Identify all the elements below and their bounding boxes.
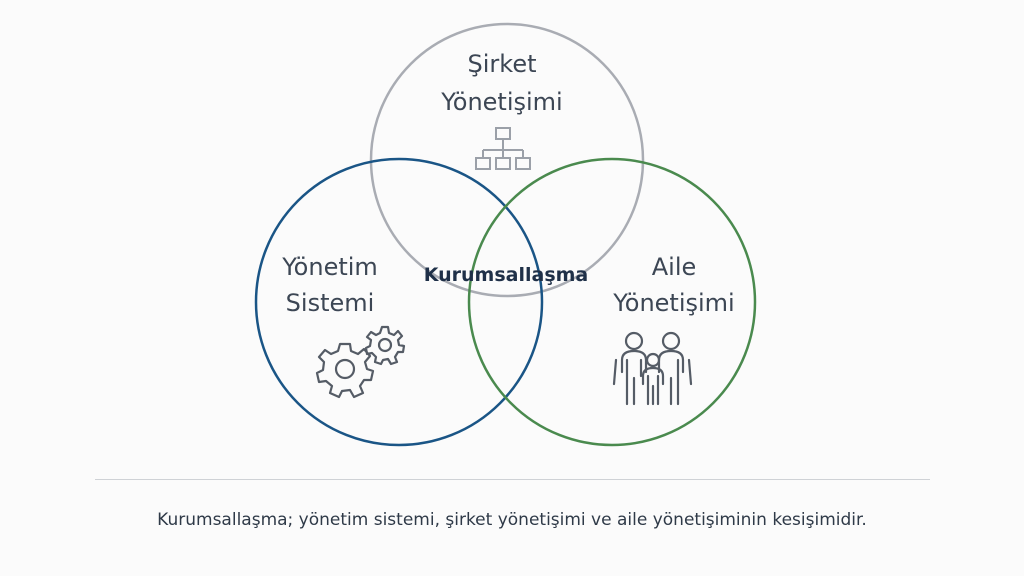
family-governance-circle [467, 157, 757, 447]
family-governance-label-line2: Yönetişimi [612, 289, 734, 317]
management-system-circle [254, 157, 544, 447]
management-system-label-line1: Yönetim [281, 253, 378, 281]
gears-icon [315, 325, 406, 399]
family-icon [612, 331, 693, 406]
family-governance-label-line1: Aile [652, 253, 697, 281]
caption: Kurumsallaşma; yönetim sistemi, şirket y… [157, 510, 867, 530]
corporate-governance-label-line2: Yönetişimi [440, 88, 562, 116]
org-chart-icon [475, 127, 531, 170]
divider [95, 479, 930, 480]
management-system-label-line2: Sistemi [286, 289, 375, 317]
corporate-governance-circle [369, 22, 645, 298]
center-label: Kurumsallaşma [424, 264, 589, 286]
corporate-governance-label-line1: Şirket [468, 50, 537, 78]
